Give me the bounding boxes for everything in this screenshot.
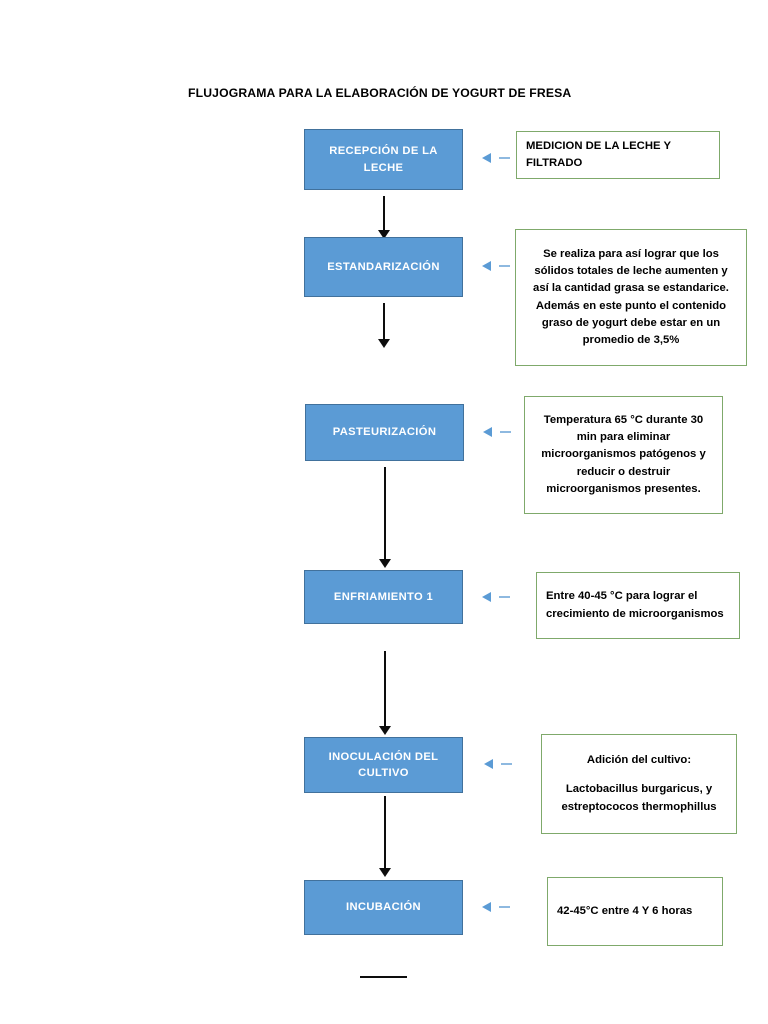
process-box-pasteurizacion[interactable]: PASTEURIZACIÓN <box>305 404 464 461</box>
connector-pasteurizacion-to-enfriamiento <box>377 467 393 571</box>
connector-estandarizacion-to-pasteurizacion <box>376 303 392 351</box>
arrow-head-icon <box>483 427 492 437</box>
pointer-arrow-recepcion <box>482 152 516 164</box>
arrow-down-icon <box>378 230 390 239</box>
note-box-estandarizacion: Se realiza para así lograr que los sólid… <box>515 229 747 366</box>
note-box-pasteurizacion: Temperatura 65 °C durante 30 min para el… <box>524 396 723 514</box>
note-box-incubacion: 42-45°C entre 4 Y 6 horas <box>547 877 723 946</box>
note-line: Lactobacillus burgaricus, y estreptococo… <box>561 783 717 813</box>
arrow-down-icon <box>379 868 391 877</box>
dash-segment-icon <box>499 596 510 598</box>
pointer-arrow-pasteurizacion <box>483 426 517 438</box>
arrow-head-icon <box>482 153 491 163</box>
connector-line <box>383 303 386 341</box>
connector-line <box>384 467 387 561</box>
connector-recepcion-to-estandarizacion <box>376 196 392 241</box>
note-line: Temperatura 65 °C durante 30 min para el… <box>541 414 706 495</box>
pointer-arrow-inoculacion <box>484 758 518 770</box>
dash-segment-icon <box>499 157 510 159</box>
arrow-head-icon <box>482 902 491 912</box>
connector-enfriamiento-to-inoculacion <box>377 651 393 738</box>
note-box-enfriamiento-1: Entre 40-45 °C para lograr el crecimient… <box>536 572 740 639</box>
dash-segment-icon <box>499 906 510 908</box>
connector-line <box>383 196 386 232</box>
arrow-head-icon <box>484 759 493 769</box>
arrow-down-icon <box>379 559 391 568</box>
dash-segment-icon <box>499 265 510 267</box>
note-line: Entre 40-45 °C para lograr el crecimient… <box>546 590 724 620</box>
note-line: Adición del cultivo: <box>586 754 692 767</box>
pointer-arrow-enfriamiento-1 <box>482 591 516 603</box>
process-box-inoculacion-cultivo[interactable]: INOCULACIÓN DEL CULTIVO <box>304 737 463 793</box>
arrow-head-icon <box>482 592 491 602</box>
pointer-arrow-incubacion <box>482 901 516 913</box>
arrow-head-icon <box>482 261 491 271</box>
note-line: MEDICION DE LA LECHE Y FILTRADO <box>526 139 671 169</box>
process-box-incubacion[interactable]: INCUBACIÓN <box>304 880 463 935</box>
note-line: Se realiza para así lograr que los sólid… <box>533 248 729 346</box>
page-title: FLUJOGRAMA PARA LA ELABORACIÓN DE YOGURT… <box>188 86 572 100</box>
note-box-recepcion: MEDICION DE LA LECHE Y FILTRADO <box>516 131 720 179</box>
connector-line <box>384 651 387 728</box>
process-box-estandarizacion[interactable]: ESTANDARIZACIÓN <box>304 237 463 297</box>
process-box-recepcion[interactable]: RECEPCIÓN DE LA LECHE <box>304 129 463 190</box>
connector-line <box>384 796 387 870</box>
arrow-down-icon <box>378 339 390 348</box>
process-box-enfriamiento-1[interactable]: ENFRIAMIENTO 1 <box>304 570 463 624</box>
dash-segment-icon <box>501 763 512 765</box>
pointer-arrow-estandarizacion <box>482 260 516 272</box>
note-box-inoculacion-cultivo: Adición del cultivo: Lactobacillus burga… <box>541 734 737 834</box>
truncated-connector-line <box>360 976 407 979</box>
dash-segment-icon <box>500 431 511 433</box>
arrow-down-icon <box>379 726 391 735</box>
connector-inoculacion-to-incubacion <box>377 796 393 880</box>
note-line: 42-45°C entre 4 Y 6 horas <box>557 904 693 917</box>
